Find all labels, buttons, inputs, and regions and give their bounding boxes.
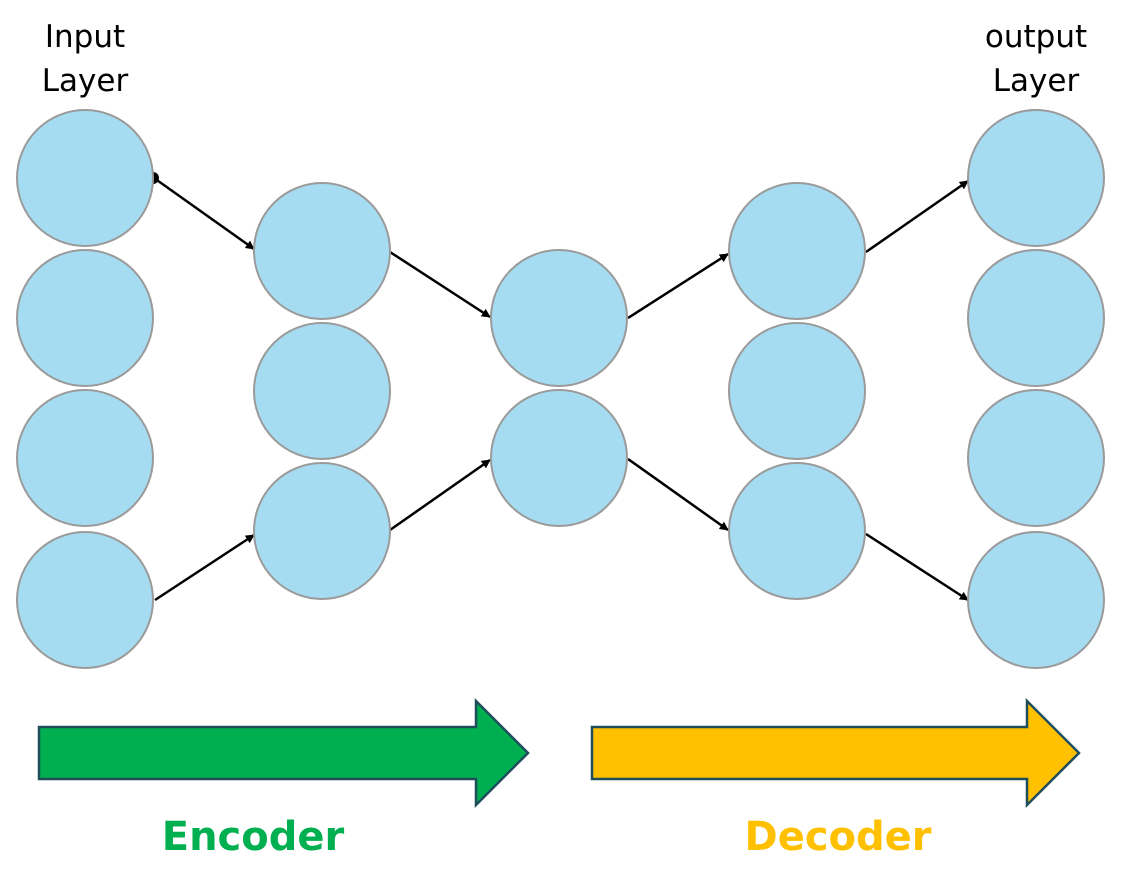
- edge-bottleneck-to-hidden3-top: [627, 252, 729, 320]
- input-layer-label-line2: Layer: [42, 63, 129, 99]
- nodes: [16, 109, 1105, 669]
- decoder-arrow: [590, 697, 1081, 809]
- bottleneck-node-2: [490, 389, 628, 527]
- bottleneck-node-1: [490, 249, 628, 387]
- edge-hidden1-to-bottleneck-top: [389, 250, 491, 319]
- input-node-1: [16, 109, 154, 247]
- edges: [153, 176, 969, 602]
- input-node-2: [16, 249, 154, 387]
- encoder-label: Encoder: [162, 814, 345, 860]
- edge-bottleneck-to-hidden3-bottom: [627, 457, 729, 532]
- hidden1-node-2: [253, 322, 391, 460]
- output-node-1: [967, 109, 1105, 247]
- hidden3-node-2: [728, 322, 866, 460]
- output-node-2: [967, 249, 1105, 387]
- edge-input-to-hidden1-bottom: [154, 533, 255, 602]
- hidden1-node-3: [253, 462, 391, 600]
- output-node-4: [967, 531, 1105, 669]
- hidden3-node-3: [728, 462, 866, 600]
- input-node-3: [16, 389, 154, 527]
- decoder-label: Decoder: [744, 814, 931, 860]
- hidden1-node-1: [253, 182, 391, 320]
- encoder-arrow: [37, 697, 530, 809]
- output-layer-label-line1: output: [985, 19, 1087, 55]
- input-node-4: [16, 531, 154, 669]
- edge-hidden3-to-output-top: [865, 179, 969, 254]
- hidden3-node-1: [728, 182, 866, 320]
- edge-input-to-hidden1: [153, 176, 255, 251]
- edge-hidden3-to-output-bottom: [865, 532, 969, 602]
- edge-hidden1-to-bottleneck-bottom: [389, 458, 491, 532]
- input-layer-label-line1: Input: [45, 19, 125, 55]
- output-layer-label-line2: Layer: [993, 63, 1080, 99]
- output-node-3: [967, 389, 1105, 527]
